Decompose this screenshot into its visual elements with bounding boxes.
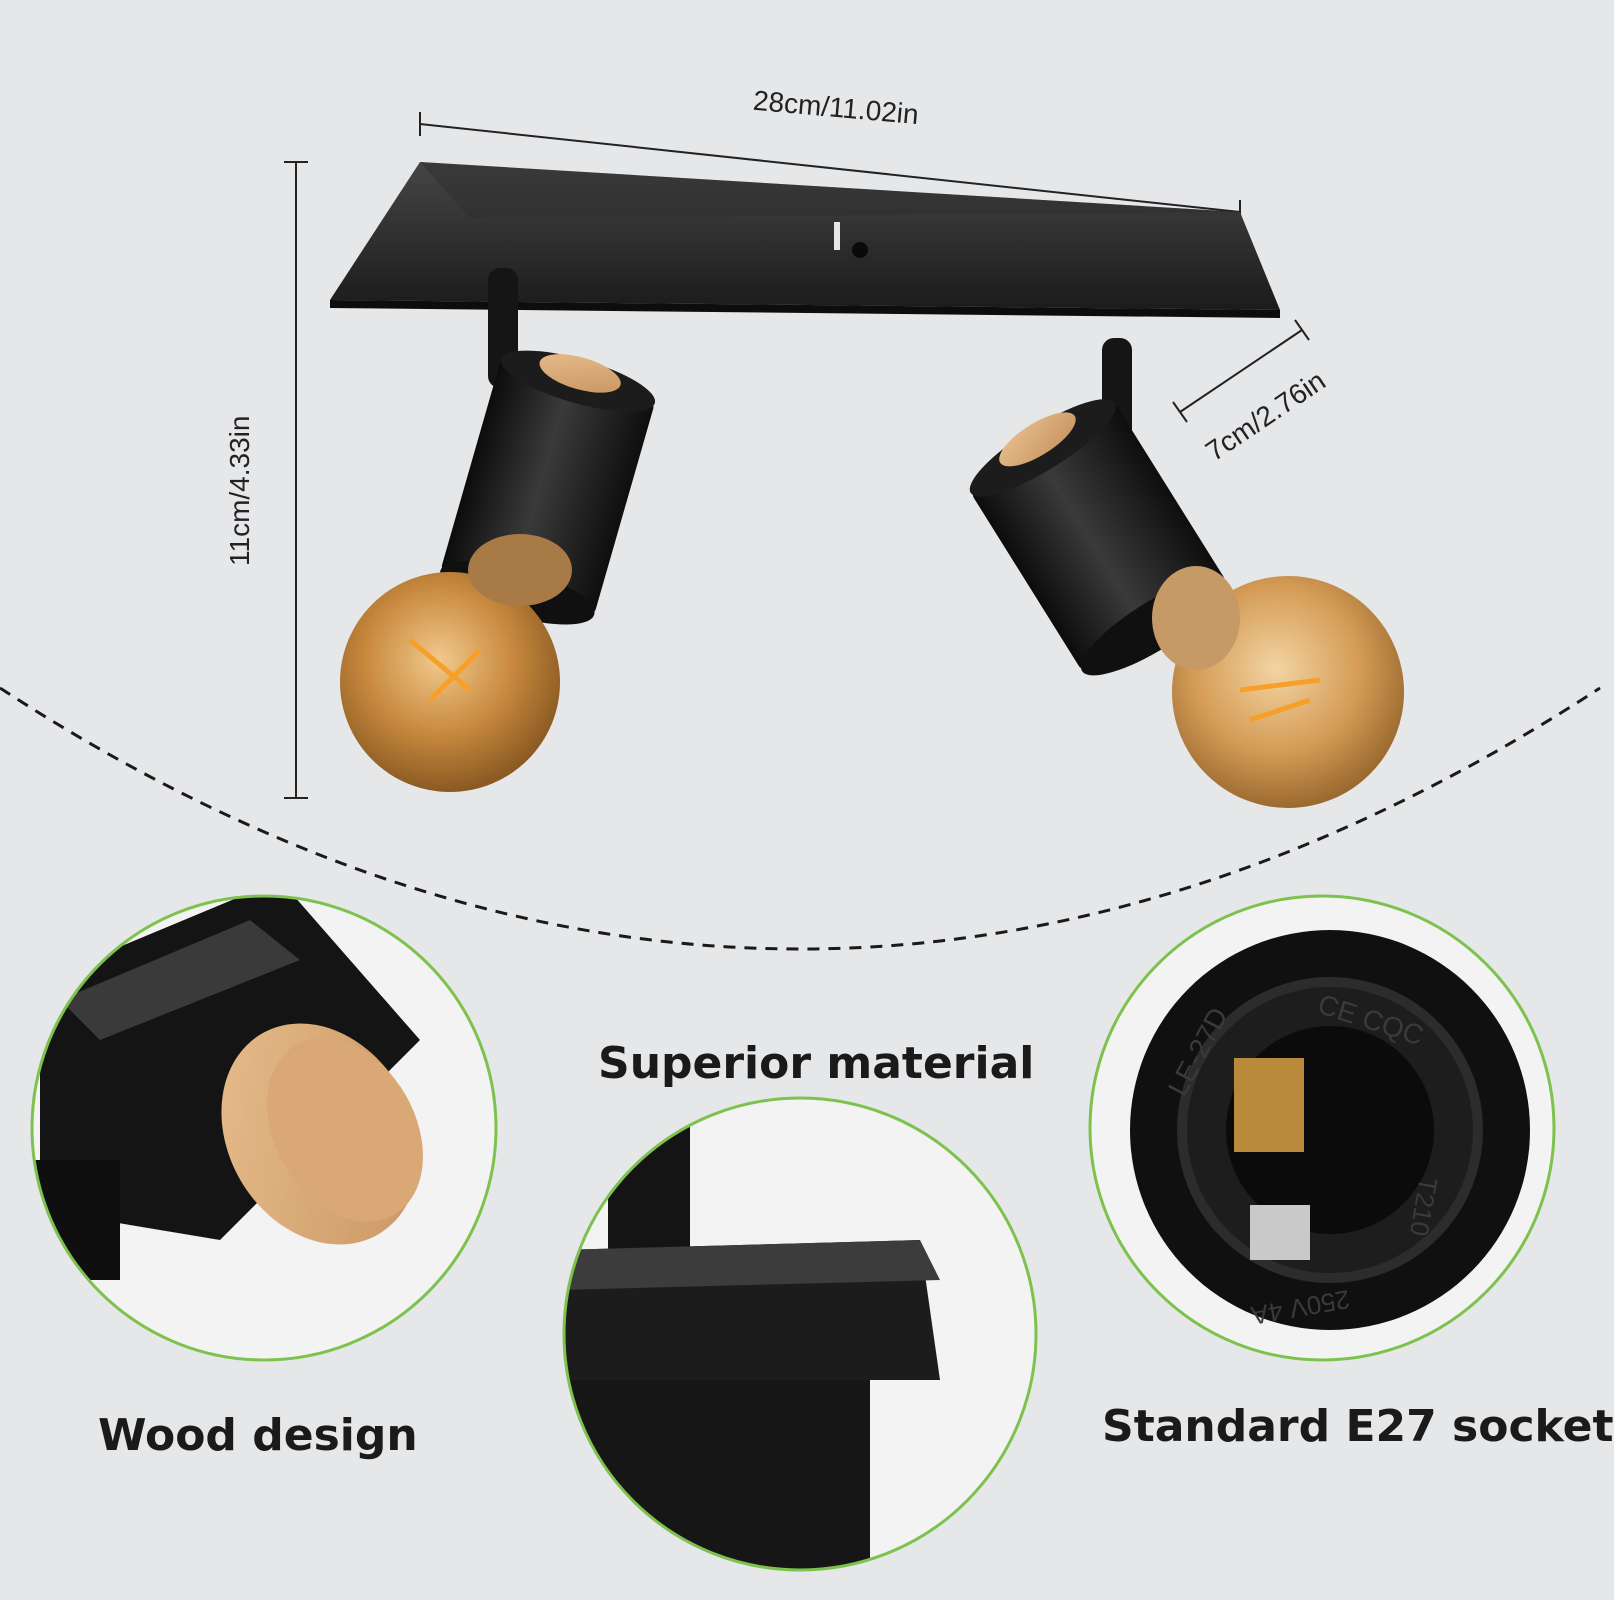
detail-circle-wood bbox=[30, 894, 498, 1362]
dimension-height-line bbox=[284, 161, 308, 799]
dimension-height-label: 11cm/4.33in bbox=[224, 416, 255, 566]
ceiling-plate bbox=[330, 162, 1280, 318]
dimension-width-label: 7cm/2.76in bbox=[1200, 365, 1331, 467]
left-spotlight bbox=[340, 268, 656, 792]
feature-label-wood: Wood design bbox=[98, 1410, 418, 1461]
detail-circle-material bbox=[562, 1096, 1038, 1572]
feature-label-socket: Standard E27 socket bbox=[1102, 1401, 1614, 1452]
detail-circle-socket: LE-27D CE CQC 250V 4A T210 bbox=[1088, 894, 1556, 1362]
right-spotlight bbox=[969, 338, 1404, 808]
dashed-separator-arc bbox=[0, 686, 1601, 951]
feature-label-material: Superior material bbox=[598, 1038, 1035, 1089]
dimension-width-line bbox=[1172, 319, 1310, 423]
dimension-length-label: 28cm/11.02in bbox=[752, 85, 920, 130]
